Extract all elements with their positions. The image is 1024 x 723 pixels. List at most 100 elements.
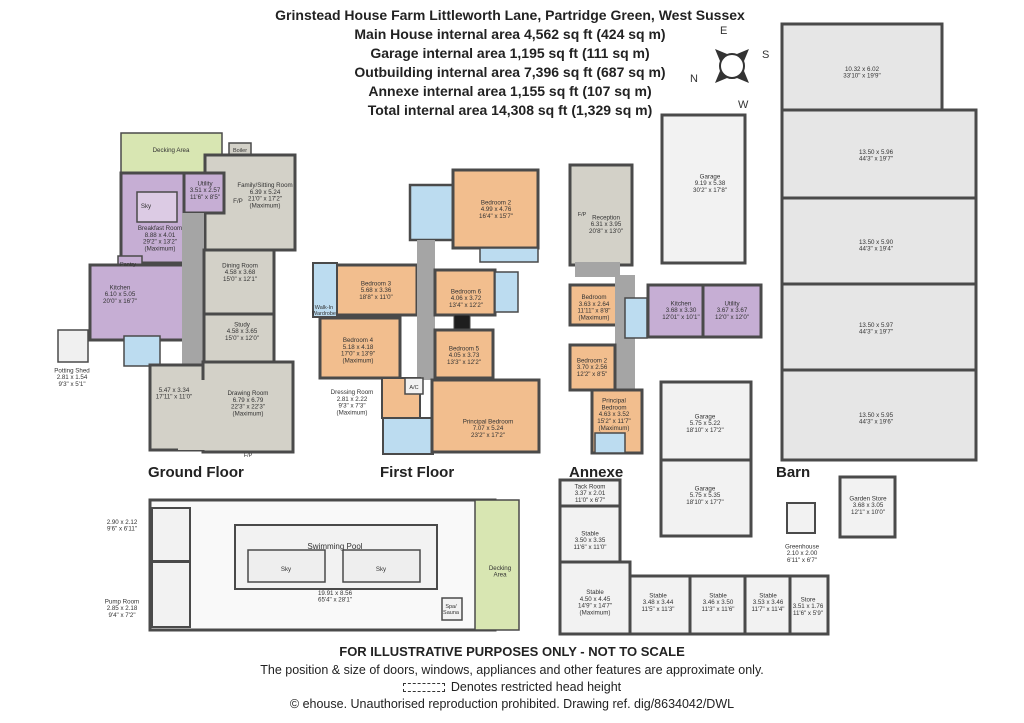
landing-ff [417,240,435,380]
compass-arrow-up [715,49,728,62]
store [788,574,830,636]
restricted-legend: Denotes restricted head height [0,680,1024,694]
illustrative-note: FOR ILLUSTRATIVE PURPOSES ONLY - NOT TO … [339,644,685,659]
compass-w: W [738,99,749,111]
greenhouse [786,502,816,534]
dining-room [202,248,276,316]
barn-bay-4 [780,282,978,376]
wc-gf [123,335,161,367]
potting-shed [57,329,89,363]
room-label-fp-drawing: F/P [244,453,253,459]
floor-label-first: First Floor [380,464,454,481]
disclaimer: The position & size of doors, windows, a… [260,663,764,677]
room-label-fp-family: F/P [233,198,243,205]
room-label-pantry: Pantry [120,262,136,268]
compass-arrow-right [736,49,749,62]
barn-bay-3 [780,196,978,290]
walk-in-wardrobe [312,262,338,318]
room-label-fp-reception: F/P [578,212,587,218]
annexe-corridor [575,262,620,277]
compass-e: E [720,25,727,37]
bedroom-2 [451,168,540,250]
ensuite-6 [494,271,519,313]
compass: E S N W [690,25,769,111]
property-address: Grinstead House Farm Littleworth Lane, P… [275,7,745,23]
bedroom-5 [433,328,495,380]
room-label-boiler: Boiler [233,148,247,154]
room-label-ac: A/C [409,385,418,391]
area-annexe: Annexe internal area 1,155 sq ft (107 sq… [368,83,652,99]
sky-kitchen-box [136,191,178,223]
spa-sauna [441,597,463,621]
garden-store [838,475,897,539]
annexe-utility [701,283,763,339]
reception-annexe [568,163,634,267]
hall-gf [182,213,204,383]
area-outbuilding: Outbuilding internal area 7,396 sq ft (6… [354,64,666,80]
room-label-spa: Spa/Sauna [443,604,460,616]
area-main-house: Main House internal area 4,562 sq ft (42… [354,26,666,42]
garage-top [660,113,747,265]
area-total: Total internal area 14,308 sq ft (1,329 … [367,102,653,118]
room-label-sky-kitchen: Sky [141,203,152,210]
bath-ff-top [408,183,456,242]
barn-bay-2 [780,108,978,202]
bedroom-4 [318,316,402,380]
floor-label-barn: Barn [776,464,810,481]
decking-pool [474,499,520,631]
plan-shapes [57,22,978,636]
restricted-height-icon [402,683,445,693]
bath-ff-low [382,417,434,455]
room-label-sky-pool-1: Sky [281,566,292,573]
header: Grinstead House Farm Littleworth Lane, P… [190,6,830,120]
garage-mid [659,380,753,462]
barn-bay-5 [780,368,978,462]
black-block [453,314,471,330]
copyright: © ehouse. Unauthorised reproduction proh… [289,697,735,711]
sky-pool-a [247,549,326,583]
bedroom-6 [433,268,497,317]
compass-n: N [690,73,698,85]
stable-3 [628,574,692,636]
room-label-sky-pool-2: Sky [376,566,387,573]
ac-box [404,377,424,395]
